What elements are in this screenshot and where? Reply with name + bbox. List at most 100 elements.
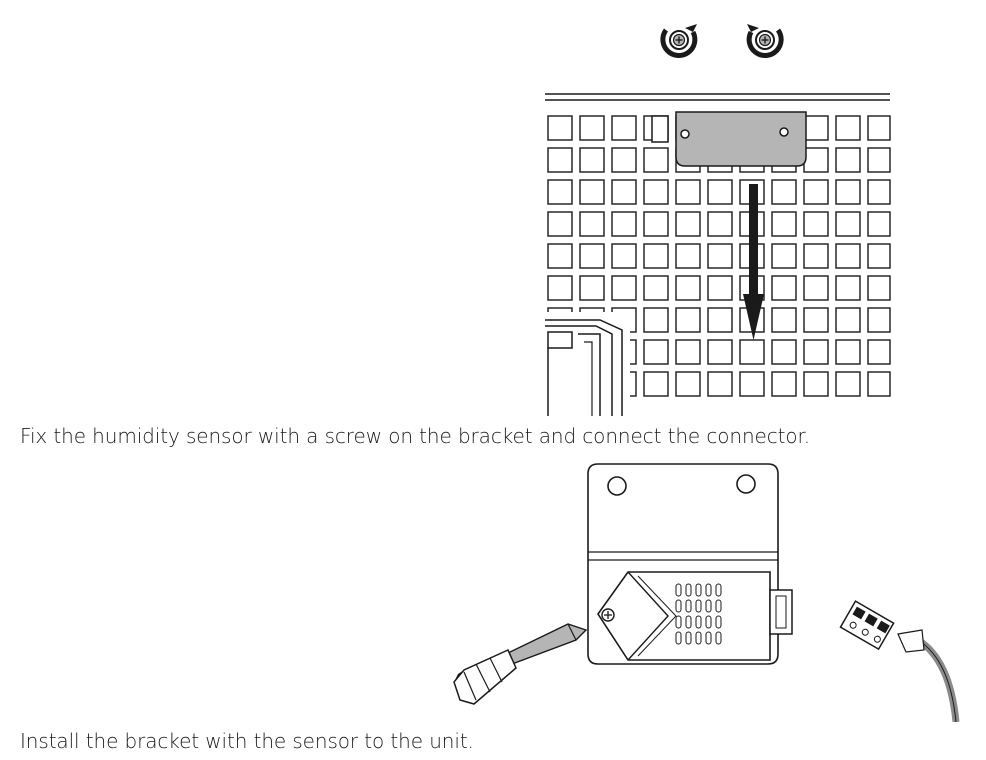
grille-cell — [547, 275, 573, 301]
sensor-vent — [685, 583, 692, 597]
grille-cell — [835, 339, 861, 365]
grille-cell — [547, 115, 573, 141]
step-caption-1: Fix the humidity sensor with a screw on … — [20, 424, 811, 448]
grille-cell — [867, 211, 891, 237]
grille-cell — [707, 243, 733, 269]
grille-cell — [867, 147, 891, 173]
grille-cell — [579, 211, 605, 237]
grille-cell — [579, 179, 605, 205]
grille-cell — [771, 307, 797, 333]
grille-cell — [643, 211, 669, 237]
grille-cell — [643, 179, 669, 205]
grille-cell — [579, 115, 605, 141]
sensor-vent — [695, 631, 702, 645]
grille-cell — [835, 179, 861, 205]
screwdriver-icon — [453, 623, 588, 705]
sensor-vent — [675, 599, 682, 613]
grille-cell — [771, 371, 797, 397]
sensor-vent — [715, 583, 722, 597]
grille-cell — [675, 179, 701, 205]
grille-cell — [771, 243, 797, 269]
grille-cell — [707, 211, 733, 237]
unit-grille-figure — [540, 24, 891, 416]
grille-cell — [835, 147, 861, 173]
grille-cell — [835, 275, 861, 301]
grille-cell — [643, 339, 669, 365]
grille-cell — [707, 371, 733, 397]
grille-cell — [547, 243, 573, 269]
grille-cell — [675, 275, 701, 301]
sensor-vent — [715, 615, 722, 629]
grille-cell — [867, 275, 891, 301]
humidity-sensor — [597, 571, 793, 661]
step-caption-2: Install the bracket with the sensor to t… — [20, 729, 474, 753]
sensor-bracket-figure — [453, 463, 960, 722]
grille-cell — [611, 275, 637, 301]
grille-cell — [771, 211, 797, 237]
grille-cell — [771, 275, 797, 301]
grille-cell — [739, 339, 765, 365]
sensor-vent — [715, 631, 722, 645]
sensor-vent — [705, 615, 712, 629]
grille-cell — [803, 307, 829, 333]
grille-cell — [675, 243, 701, 269]
down-arrow-icon — [743, 184, 764, 340]
sensor-vent — [675, 583, 682, 597]
grille-cell — [547, 211, 573, 237]
grille-cell — [803, 275, 829, 301]
grille-cell — [803, 339, 829, 365]
grille-cell — [643, 275, 669, 301]
grille-cell — [771, 179, 797, 205]
sensor-vent — [675, 631, 682, 645]
sensor-vent — [685, 631, 692, 645]
sensor-vent — [695, 583, 702, 597]
grille-cell — [835, 371, 861, 397]
grille-cell — [643, 371, 669, 397]
grille-cell — [707, 179, 733, 205]
grille-cell — [707, 275, 733, 301]
grille-cell — [547, 179, 573, 205]
grille-cell — [835, 211, 861, 237]
unit-frame — [540, 312, 630, 416]
grille-cell — [643, 307, 669, 333]
sensor-vent — [695, 599, 702, 613]
sensor-vent — [715, 599, 722, 613]
grille-cell — [867, 339, 891, 365]
grille-cell — [579, 147, 605, 173]
grille-cell — [867, 307, 891, 333]
grille-cell — [867, 371, 891, 397]
grille-cell — [867, 179, 891, 205]
grille-cell — [675, 339, 701, 365]
connector-cable — [839, 600, 960, 722]
grille-cell — [579, 275, 605, 301]
grille-cell — [707, 339, 733, 365]
grille-cell — [611, 243, 637, 269]
grille-cell — [579, 243, 605, 269]
grille-cell — [643, 243, 669, 269]
screw-rotate-icon — [660, 24, 698, 58]
grille-cell — [675, 371, 701, 397]
sensor-vent — [675, 615, 682, 629]
grille-cell — [611, 147, 637, 173]
grille-cell — [771, 339, 797, 365]
screw-rotate-icon — [746, 24, 784, 58]
grille-cell — [611, 115, 637, 141]
sensor-vent — [685, 599, 692, 613]
grille-cell — [803, 243, 829, 269]
grille-cell — [803, 211, 829, 237]
grille-cell — [675, 211, 701, 237]
sensor-vent — [705, 583, 712, 597]
grille-cell — [803, 179, 829, 205]
grille-cell — [867, 243, 891, 269]
grille-cell — [739, 371, 765, 397]
bracket — [651, 111, 807, 167]
grille-cell — [707, 307, 733, 333]
sensor-vent — [705, 599, 712, 613]
grille-cell — [611, 211, 637, 237]
sensor-vent — [705, 631, 712, 645]
grille-cell — [643, 147, 669, 173]
grille-cell — [835, 115, 861, 141]
sensor-vent — [695, 615, 702, 629]
grille-cell — [803, 371, 829, 397]
sensor-vents — [675, 583, 722, 645]
